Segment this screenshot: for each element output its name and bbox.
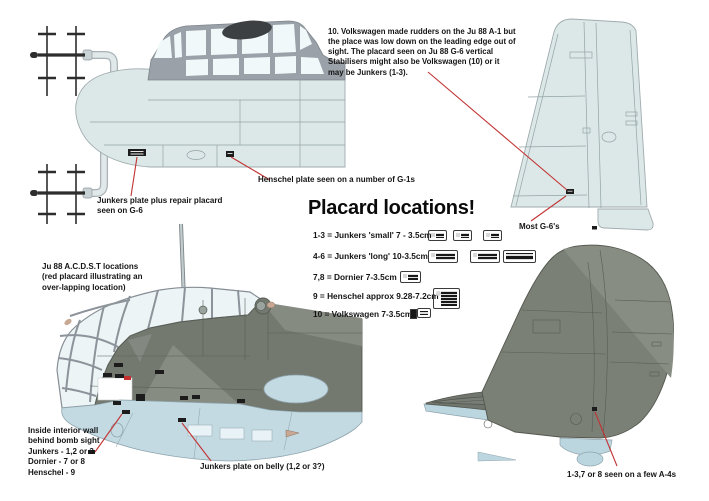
interior-wall-label: Inside interior wall behind bomb sight J… [28,426,100,477]
placard-sample-volkswagen-tag [410,309,417,319]
ju88-a-nose-drawing [56,223,363,462]
engine-nacelle [263,374,329,404]
ju88-g6-nose-drawing [30,20,346,224]
tail-wheel-fairing [576,451,604,467]
panel-lines [90,80,345,167]
page-title: Placard locations! [308,197,475,219]
open-panel [97,377,133,401]
placard-sample-henschel [433,288,460,309]
placard-sample-4 [428,250,458,263]
most-g6-label: Most G-6's [519,222,560,231]
acdst-locations-label: Ju 88 A.C.D.S.T locations (red placard i… [42,262,143,292]
fuselage-placards [128,149,234,157]
belly-plate-label: Junkers plate on belly (1,2 or 3?) [200,462,325,471]
tail-placard [592,407,597,411]
volkswagen-note: 10. Volkswagen made rudders on the Ju 88… [328,27,516,77]
nose-glazing-frames [57,286,241,403]
junkers-repair-label: Junkers plate plus repair placard seen o… [97,196,223,216]
legend-label: 9 = Henschel approx 9.28-7.2cm [313,291,439,301]
legend-label: 1-3 = Junkers 'small' 7 - 3.5cm [313,230,432,240]
legend-row-henschel: 9 = Henschel approx 9.28-7.2cm [313,291,439,301]
legend-row-volkswagen: 10 = Volkswagen 7-3.5cm [313,309,412,319]
antenna-fairing [222,20,272,40]
legend-row-dornier: 7,8 = Dornier 7-3.5cm [313,272,397,282]
canopy-panes [154,24,324,76]
placard-sample-1 [428,230,447,241]
henschel-plate-label: Henschel plate seen on a number of G-1s [258,175,415,184]
annotation-leader-lines [94,71,618,467]
placard-sample-5 [470,250,500,263]
ju88-tail-drawing [423,244,675,467]
placard-sample-2 [453,230,472,241]
legend-row-junkers-long: 4-6 = Junkers 'long' 10-3.5cm [313,251,428,261]
fuselage-placards [103,363,245,422]
placard-sample-volkswagen [417,308,431,318]
fin-panel-lines [512,21,642,209]
legend-row-junkers-small: 1-3 = Junkers 'small' 7 - 3.5cm [313,230,432,240]
legend-label: 4-6 = Junkers 'long' 10-3.5cm [313,251,428,261]
inline-placard-sample [88,450,95,454]
g6-tailfin-drawing [510,18,654,231]
placard-sample-6 [503,250,536,263]
placard-sample-dornier [400,271,421,283]
a4-note-label: 1-3,7 or 8 seen on a few A-4s [567,470,677,479]
legend-label: 7,8 = Dornier 7-3.5cm [313,272,397,282]
placard-sample-3 [483,230,502,241]
radar-antenna-bottom [30,164,85,224]
legend-label: 10 = Volkswagen 7-3.5cm [313,309,413,319]
red-overlap-placard [124,376,131,380]
radar-antenna-top [30,26,85,96]
